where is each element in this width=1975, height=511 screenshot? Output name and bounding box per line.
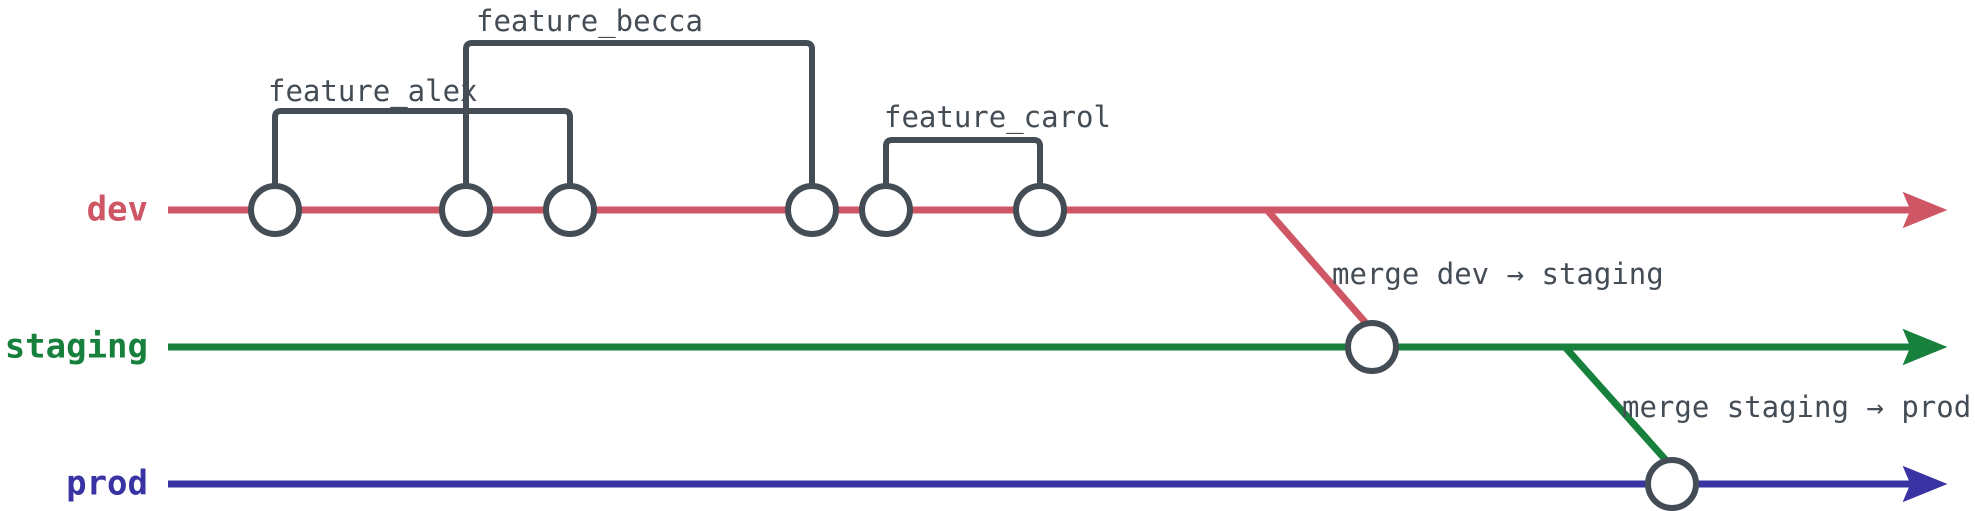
commit-node-dev-commit-3[interactable] (543, 183, 597, 237)
commit-node-staging-merge-commit[interactable] (1345, 320, 1399, 374)
merge-connector-dev-staging (1264, 207, 1375, 333)
merge-label-dev-staging: merge dev → staging (1332, 257, 1664, 291)
merge-connectors-group (1264, 207, 1675, 470)
branch-lines-group (168, 191, 1948, 503)
branch-label-dev: dev (87, 190, 148, 230)
feature-labels-group: feature_alex feature_becca feature_carol (268, 4, 1111, 135)
feature-bracket-feature-carol (883, 137, 1043, 190)
commit-node-dev-commit-5[interactable] (859, 183, 913, 237)
feature-label-feature-alex: feature_alex (268, 74, 478, 109)
commit-node-dev-commit-4[interactable] (785, 183, 839, 237)
feature-bracket-feature-becca (463, 40, 815, 190)
feature-label-feature-carol: feature_carol (884, 100, 1111, 135)
commit-nodes-group (248, 183, 1699, 511)
commit-node-dev-commit-2[interactable] (439, 183, 493, 237)
feature-label-feature-becca: feature_becca (476, 4, 703, 39)
commit-node-dev-commit-1[interactable] (248, 183, 302, 237)
branch-label-staging: staging (5, 327, 148, 367)
feature-brackets-group (272, 40, 1043, 190)
commit-node-prod-merge-commit[interactable] (1645, 457, 1699, 511)
branch-label-prod: prod (66, 464, 148, 504)
merge-labels-group: merge dev → staging merge staging → prod (1332, 257, 1971, 424)
branch-labels-group: dev staging prod (5, 190, 148, 504)
feature-bracket-feature-alex (272, 108, 573, 190)
commit-node-dev-commit-6[interactable] (1013, 183, 1067, 237)
merge-label-staging-prod: merge staging → prod (1622, 390, 1971, 424)
merge-connector-staging-prod (1562, 344, 1675, 470)
